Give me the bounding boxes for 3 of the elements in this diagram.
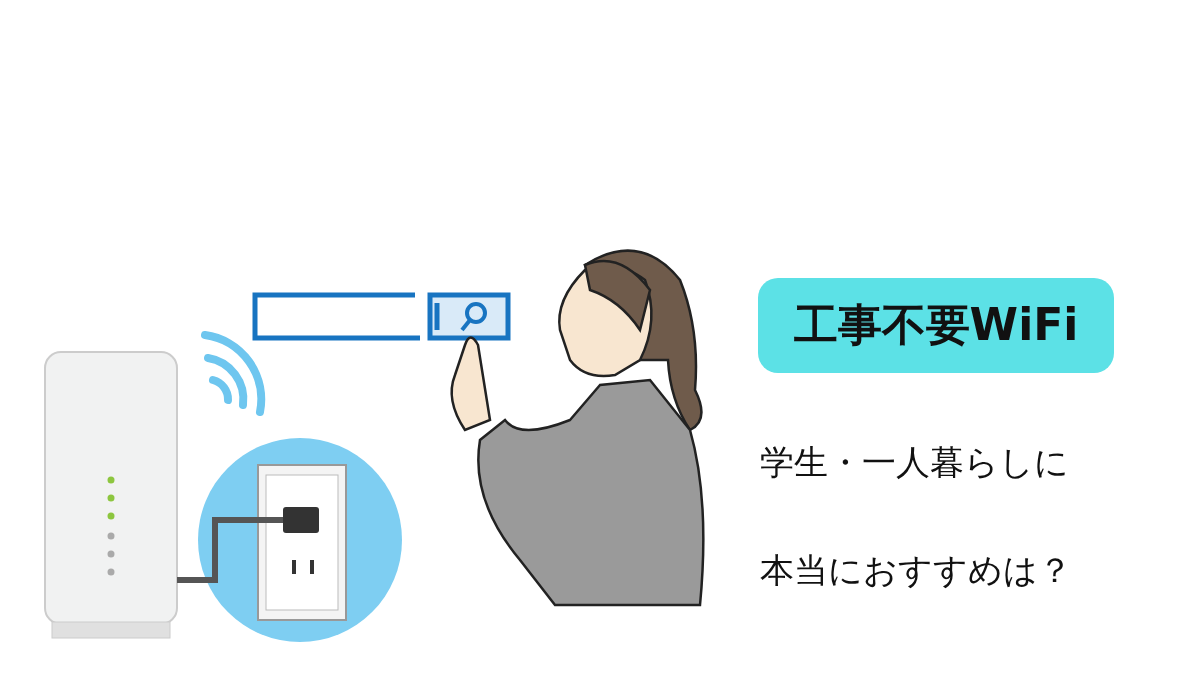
question-text: 本当におすすめは？ (760, 549, 1072, 592)
tagline-text: 学生・一人暮らしに (760, 441, 1069, 484)
title-badge: 工事不要WiFi (758, 278, 1114, 373)
